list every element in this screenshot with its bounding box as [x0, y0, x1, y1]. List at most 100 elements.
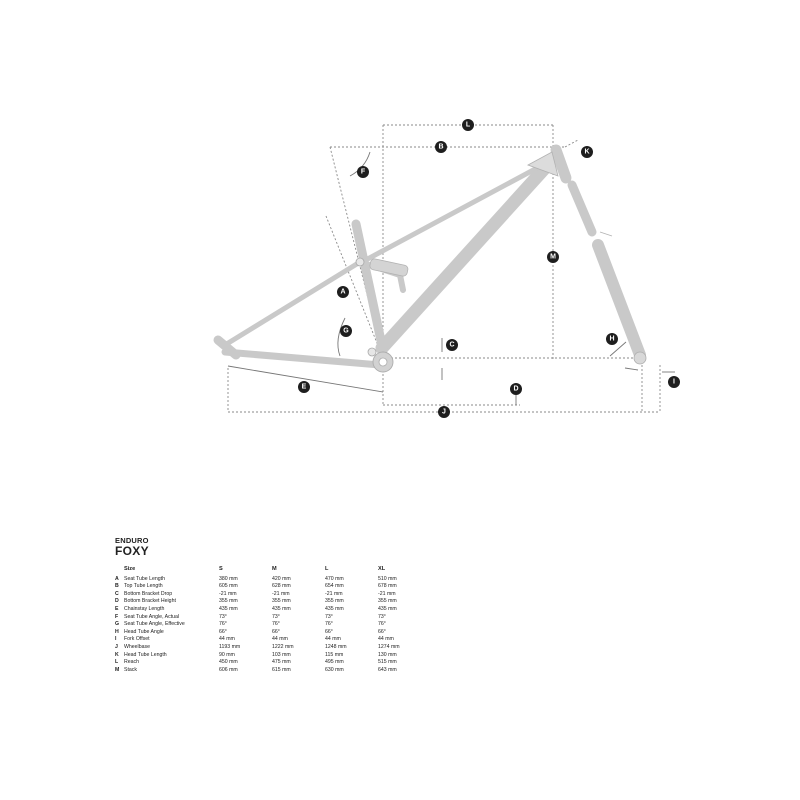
badge-e: E — [298, 381, 310, 393]
row-key: D — [115, 598, 119, 605]
badge-f: F — [357, 166, 369, 178]
cell-value: -21 mm — [272, 590, 290, 597]
cell-value: 435 mm — [325, 605, 344, 612]
cell-value: 103 mm — [272, 651, 291, 658]
cell-value: 654 mm — [325, 583, 344, 590]
row-label: Head Tube Length — [124, 651, 167, 658]
cell-value: 76° — [325, 621, 333, 628]
row-key: H — [115, 628, 119, 635]
row-label: Fork Offset — [124, 636, 150, 643]
cell-value: -21 mm — [378, 590, 396, 597]
row-key: L — [115, 659, 119, 666]
cell-value: 44 mm — [219, 636, 235, 643]
cell-value: 66° — [219, 628, 227, 635]
size-l-header: L — [325, 566, 329, 572]
cell-value: 66° — [325, 628, 333, 635]
cell-value: 435 mm — [378, 605, 397, 612]
svg-text:F: F — [361, 169, 366, 176]
cell-value: 470 mm — [325, 575, 344, 582]
badge-c: C — [446, 339, 458, 351]
cell-value: 355 mm — [378, 598, 397, 605]
frame-geometry-diagram: A B C D E F G H I J K L M — [213, 119, 680, 418]
row-label: Reach — [124, 659, 139, 666]
cell-value: 73° — [219, 613, 227, 620]
size-m-header: M — [272, 566, 277, 572]
row-key: B — [115, 583, 119, 590]
cell-value: 90 mm — [219, 651, 235, 658]
row-label: Stack — [124, 666, 137, 673]
svg-text:D: D — [513, 386, 518, 393]
cell-value: 115 mm — [325, 651, 344, 658]
svg-text:I: I — [673, 379, 675, 386]
cell-value: 355 mm — [219, 598, 238, 605]
cell-value: 495 mm — [325, 659, 344, 666]
row-key: J — [115, 643, 118, 650]
cell-value: 73° — [325, 613, 333, 620]
cell-value: 1248 mm — [325, 643, 347, 650]
badge-j: J — [438, 406, 450, 418]
cell-value: 606 mm — [219, 666, 238, 673]
badge-k: K — [581, 146, 593, 158]
row-label: Seat Tube Length — [124, 575, 165, 582]
cell-value: 355 mm — [272, 598, 291, 605]
cell-value: 678 mm — [378, 583, 397, 590]
cell-value: 76° — [219, 621, 227, 628]
cell-value: 44 mm — [378, 636, 394, 643]
svg-text:C: C — [449, 342, 454, 349]
cell-value: 510 mm — [378, 575, 397, 582]
svg-text:J: J — [442, 409, 446, 416]
row-key: K — [115, 651, 119, 658]
cell-value: 380 mm — [219, 575, 238, 582]
cell-value: 66° — [378, 628, 386, 635]
svg-text:L: L — [466, 122, 471, 129]
badge-l: L — [462, 119, 474, 131]
badge-m: M — [547, 251, 559, 263]
row-key: M — [115, 666, 120, 673]
cell-value: 435 mm — [219, 605, 238, 612]
cell-value: 1274 mm — [378, 643, 400, 650]
cell-value: 515 mm — [378, 659, 397, 666]
svg-text:E: E — [302, 384, 307, 391]
row-key: A — [115, 575, 119, 582]
row-key: E — [115, 605, 119, 612]
size-xl-header: XL — [378, 566, 386, 572]
row-key: F — [115, 613, 119, 620]
svg-text:H: H — [609, 336, 614, 343]
svg-text:A: A — [340, 289, 345, 296]
svg-text:K: K — [584, 149, 589, 156]
table-row: H Head Tube Angle 66° 66° 66° 66° — [115, 629, 431, 637]
row-key: I — [115, 636, 117, 643]
badge-h: H — [606, 333, 618, 345]
cell-value: 1193 mm — [219, 643, 241, 650]
cell-value: 355 mm — [325, 598, 344, 605]
row-label: Seat Tube Angle, Actual — [124, 613, 180, 620]
table-header-row: Size S M L XL — [115, 566, 431, 576]
cell-value: 475 mm — [272, 659, 291, 666]
model-name: FOXY — [115, 544, 149, 558]
cell-value: 76° — [272, 621, 280, 628]
size-s-header: S — [219, 566, 223, 572]
row-label: Seat Tube Angle, Effective — [124, 621, 185, 628]
cell-value: 73° — [378, 613, 386, 620]
badge-a: A — [337, 286, 349, 298]
cell-value: 66° — [272, 628, 280, 635]
row-label: Head Tube Angle — [124, 628, 164, 635]
svg-text:G: G — [343, 328, 349, 335]
svg-text:M: M — [550, 254, 556, 261]
badge-b: B — [435, 141, 447, 153]
cell-value: 605 mm — [219, 583, 238, 590]
cell-value: 73° — [272, 613, 280, 620]
cell-value: 76° — [378, 621, 386, 628]
cell-value: 44 mm — [272, 636, 288, 643]
badge-d: D — [510, 383, 522, 395]
